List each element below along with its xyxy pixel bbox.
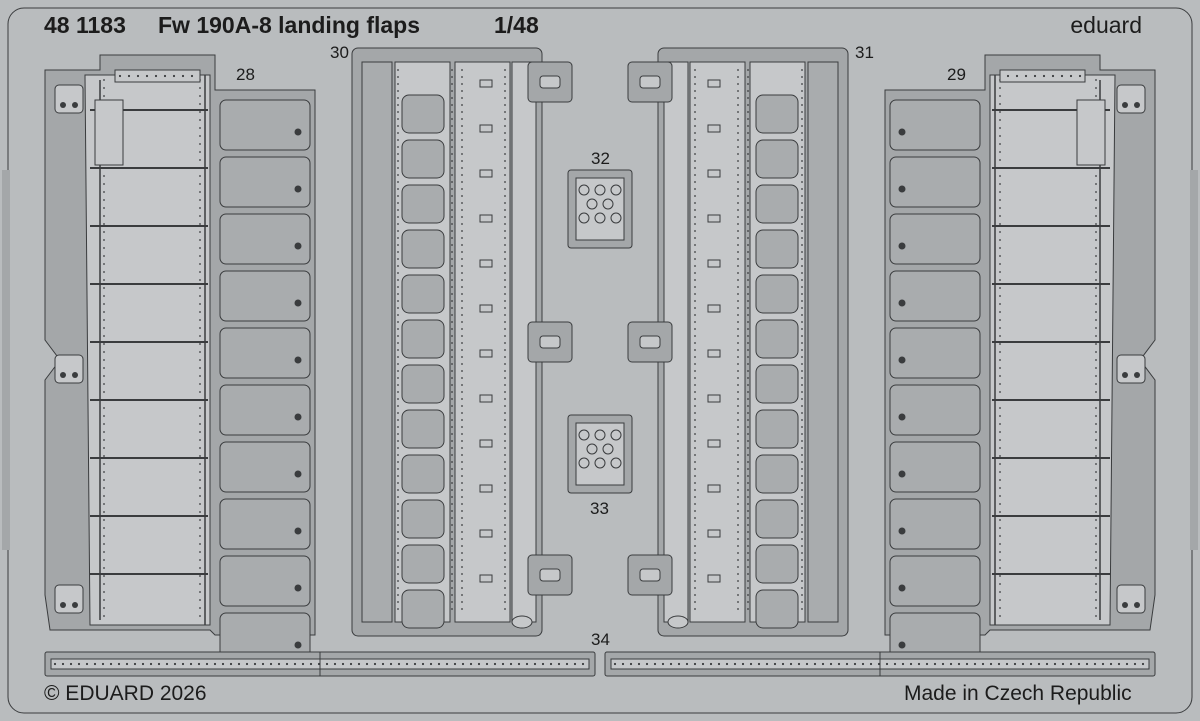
part-number-34: 34 bbox=[591, 630, 610, 649]
part-34-strip-right bbox=[604, 651, 1156, 677]
scale-label: 1/48 bbox=[494, 12, 539, 38]
part-33-panel bbox=[567, 414, 633, 494]
part-number-29: 29 bbox=[947, 65, 966, 84]
part-number-33: 33 bbox=[590, 499, 609, 518]
brand-logo: eduard bbox=[1070, 12, 1142, 38]
part-number-31: 31 bbox=[855, 43, 874, 62]
part-29-flap bbox=[884, 54, 1156, 664]
product-name: Fw 190A-8 landing flaps bbox=[158, 12, 420, 38]
part-32-panel bbox=[567, 169, 633, 249]
part-number-30: 30 bbox=[330, 43, 349, 62]
part-number-32: 32 bbox=[591, 149, 610, 168]
sprue-left bbox=[2, 170, 10, 550]
part-31-flap bbox=[627, 47, 849, 637]
part-number-28: 28 bbox=[236, 65, 255, 84]
copyright-text: © EDUARD 2026 bbox=[44, 682, 207, 705]
part-28-flap bbox=[44, 54, 316, 664]
origin-text: Made in Czech Republic bbox=[904, 682, 1132, 705]
sprue-right bbox=[1190, 170, 1198, 550]
product-code: 48 1183 bbox=[44, 12, 126, 38]
part-34-strip-left bbox=[44, 651, 596, 677]
part-30-flap bbox=[351, 47, 573, 637]
